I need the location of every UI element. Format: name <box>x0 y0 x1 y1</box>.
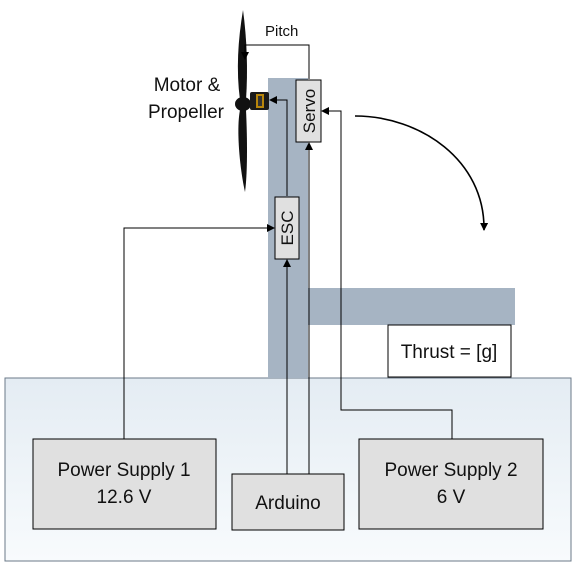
arduino-box <box>231 473 345 531</box>
wire-ps2-to-servo <box>321 107 453 439</box>
rotation-arrow <box>354 115 489 231</box>
power-supply-2-voltage: 6 V <box>437 487 466 508</box>
motor-icon <box>250 92 269 110</box>
pitch-arrow <box>241 44 310 79</box>
power-supply-2-name: Power Supply 2 <box>384 460 517 481</box>
propeller-icon <box>235 10 251 192</box>
arduino-label: Arduino <box>255 493 321 514</box>
power-supply-2-box <box>358 438 544 530</box>
pitch-label: Pitch <box>265 23 298 40</box>
horizontal-arm <box>268 288 515 325</box>
esc-box <box>274 196 300 260</box>
motor-label-line1: Motor & <box>154 75 221 96</box>
esc-label: ESC <box>278 211 297 246</box>
motor-label-line2: Propeller <box>148 102 225 123</box>
power-supply-1-box <box>32 438 217 530</box>
servo-label: Servo <box>300 89 319 133</box>
power-supply-1-voltage: 12.6 V <box>97 487 152 508</box>
power-supply-1-name: Power Supply 1 <box>57 460 190 481</box>
thrust-box <box>387 324 512 378</box>
wire-ps1-to-esc <box>123 224 275 439</box>
wire-esc-to-motor <box>269 96 288 196</box>
thrust-label: Thrust = [g] <box>401 342 498 363</box>
